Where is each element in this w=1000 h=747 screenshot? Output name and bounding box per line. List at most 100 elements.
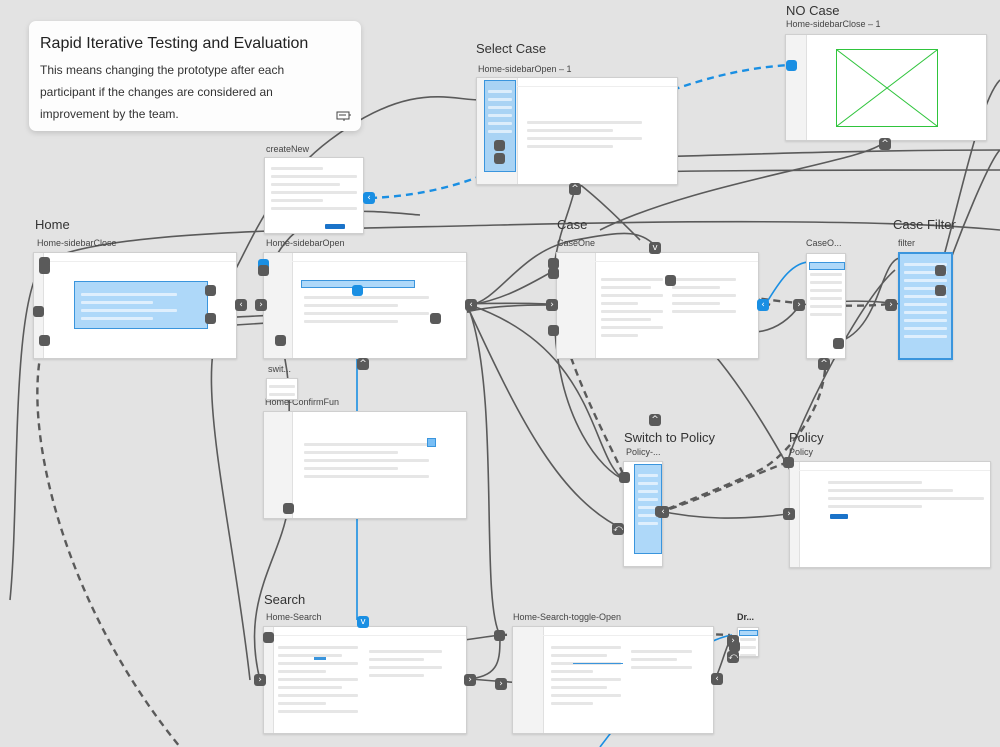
link-handle[interactable]: [352, 285, 363, 296]
link-handle[interactable]: [258, 265, 269, 276]
link-handle[interactable]: [548, 325, 559, 336]
link-handle[interactable]: [33, 306, 44, 317]
screen-home-sidebar-close-1[interactable]: [785, 34, 987, 141]
link-handle[interactable]: [263, 632, 274, 643]
chevron-right-icon[interactable]: ›: [464, 674, 476, 686]
chevron-left-icon[interactable]: ‹: [363, 192, 375, 204]
link-handle[interactable]: [275, 335, 286, 346]
hotspot[interactable]: [809, 262, 845, 270]
policy-primary-button[interactable]: [830, 514, 848, 519]
screen-dr[interactable]: [737, 627, 759, 657]
chevron-left-icon[interactable]: ‹: [757, 299, 769, 311]
link-handle[interactable]: [494, 630, 505, 641]
link-handle[interactable]: [205, 285, 216, 296]
frame-label-case-o: CaseO...: [806, 238, 842, 248]
screen-policy[interactable]: [789, 461, 991, 568]
screen-home-search-toggle-open[interactable]: [512, 626, 714, 734]
group-title-select-case: Select Case: [476, 41, 547, 56]
group-title-policy: Policy: [789, 430, 824, 445]
chevron-left-icon[interactable]: ‹: [711, 673, 723, 685]
group-title-no-case: NO Case: [786, 3, 840, 18]
screen-home-sidebar-close[interactable]: [33, 252, 237, 359]
link-handle[interactable]: [935, 265, 946, 276]
hotspot[interactable]: [739, 630, 758, 636]
chevron-left-icon[interactable]: ‹: [235, 299, 247, 311]
frame-label-home-search: Home-Search: [266, 612, 322, 622]
link-handle[interactable]: [494, 140, 505, 151]
chevron-up-icon[interactable]: ^: [357, 358, 369, 370]
chevron-right-icon[interactable]: ›: [793, 299, 805, 311]
chevron-right-icon[interactable]: ›: [254, 674, 266, 686]
link-handle[interactable]: [619, 472, 630, 483]
note-title: Rapid Iterative Testing and Evaluation: [40, 35, 309, 52]
back-icon[interactable]: ⤺: [727, 651, 739, 663]
active-underline: [573, 663, 623, 664]
chevron-right-icon[interactable]: ›: [885, 299, 897, 311]
frame-label-policy: Policy: [789, 447, 814, 457]
chevron-right-icon[interactable]: ›: [727, 635, 739, 647]
back-icon[interactable]: ⤺: [612, 523, 624, 535]
frame-label-create-new: createNew: [266, 144, 310, 154]
screen-case-o[interactable]: [806, 253, 846, 359]
note-body: This means changing the prototype after …: [40, 63, 285, 121]
link-handle[interactable]: [205, 313, 216, 324]
chevron-up-icon[interactable]: ^: [649, 414, 661, 426]
screen-home-sidebar-open[interactable]: [263, 252, 467, 359]
create-button[interactable]: [325, 224, 345, 229]
frame-label-switch: swit...: [268, 364, 292, 374]
group-title-case-filter: Case Filter: [893, 217, 956, 232]
frame-label-home-sidebar-close-1: Home-sidebarClose – 1: [786, 19, 881, 29]
confirm-toggle[interactable]: [427, 438, 436, 447]
link-handle[interactable]: [935, 285, 946, 296]
frame-label-home-sidebar-close: Home-sidebarClose: [37, 238, 117, 248]
link-handle[interactable]: [548, 258, 559, 269]
chevron-right-icon[interactable]: ›: [546, 299, 558, 311]
link-handle[interactable]: [39, 335, 50, 346]
screen-switch[interactable]: [266, 378, 298, 400]
screen-home-search[interactable]: [263, 626, 467, 734]
comment-icon[interactable]: [336, 110, 352, 122]
link-handle[interactable]: [283, 503, 294, 514]
image-placeholder: [836, 49, 938, 127]
frame-label-home-sidebar-open: Home-sidebarOpen: [266, 238, 345, 248]
search-highlight: [314, 657, 326, 660]
link-handle[interactable]: [494, 153, 505, 164]
link-handle[interactable]: [430, 313, 441, 324]
link-handle[interactable]: [783, 457, 794, 468]
screen-create-new[interactable]: [264, 157, 364, 234]
frame-label-home-search-toggle-open: Home-Search-toggle-Open: [513, 612, 622, 622]
chevron-up-icon[interactable]: ^: [879, 138, 891, 150]
chevron-right-icon[interactable]: ›: [255, 299, 267, 311]
chevron-left-icon[interactable]: ‹: [465, 299, 477, 311]
frame-label-filter: filter: [898, 238, 916, 248]
screen-home-sidebar-open-1[interactable]: [476, 77, 678, 185]
chevron-down-icon[interactable]: v: [357, 616, 369, 628]
chevron-up-icon[interactable]: ^: [569, 183, 581, 195]
link-handle[interactable]: [39, 257, 50, 268]
link-handle[interactable]: [833, 338, 844, 349]
frame-label-home-sidebar-open-1: Home-sidebarOpen – 1: [478, 64, 572, 74]
link-handle[interactable]: [548, 268, 559, 279]
chevron-right-icon[interactable]: ›: [495, 678, 507, 690]
screen-case-one[interactable]: [556, 252, 759, 359]
frame-label-home-confirm-fun: Home-ConfirmFun: [265, 397, 340, 407]
chevron-down-icon[interactable]: v: [649, 242, 661, 254]
link-handle[interactable]: [39, 263, 50, 274]
frame-label-case-one: CaseOne: [557, 238, 596, 248]
group-title-case: Case: [557, 217, 588, 232]
link-handle[interactable]: [258, 259, 269, 270]
group-title-switch-to-policy: Switch to Policy: [624, 430, 716, 445]
hotspot[interactable]: [74, 281, 208, 329]
note-card[interactable]: Rapid Iterative Testing and Evaluation T…: [29, 21, 361, 131]
link-handle[interactable]: [665, 275, 676, 286]
chevron-left-icon[interactable]: ‹: [657, 506, 669, 518]
group-title-dr: Dr...: [737, 612, 755, 622]
link-handle[interactable]: [786, 60, 797, 71]
group-title-search: Search: [264, 592, 306, 607]
frame-label-policy-dots: Policy-...: [626, 447, 661, 457]
group-title-home: Home: [35, 217, 70, 232]
chevron-right-icon[interactable]: ›: [783, 508, 795, 520]
screen-home-confirm-fun[interactable]: [263, 411, 467, 519]
chevron-up-icon[interactable]: ^: [818, 358, 830, 370]
